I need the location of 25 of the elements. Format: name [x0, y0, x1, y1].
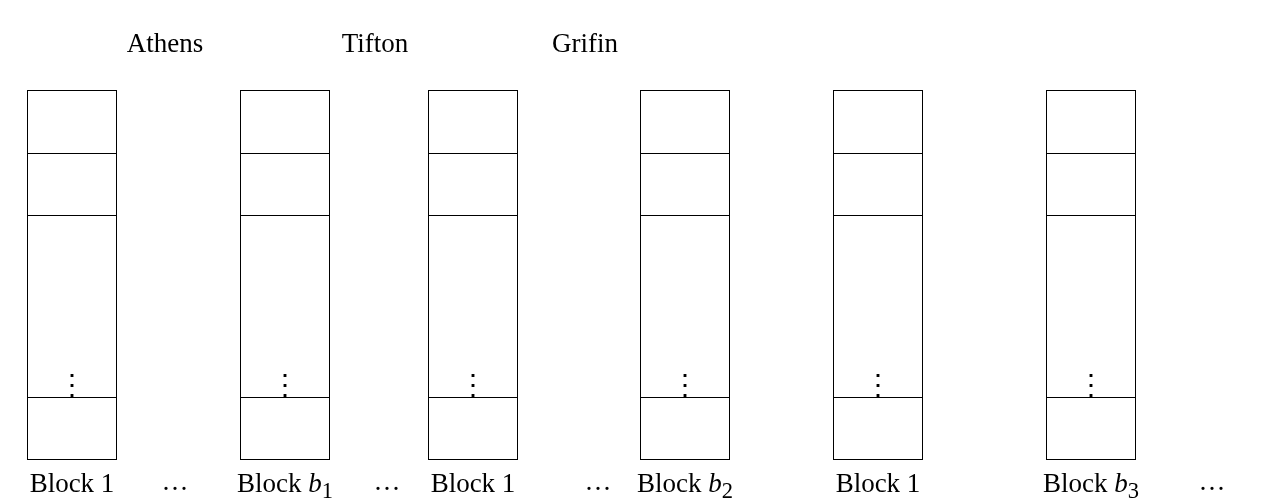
vertical-ellipsis: ⋮: [863, 371, 893, 399]
column-box: [240, 90, 330, 460]
vertical-ellipsis: ⋮: [458, 371, 488, 399]
site-name: Athens: [126, 30, 204, 57]
block-label: Block b$_{3}$: [1043, 470, 1139, 503]
column-box: [1046, 90, 1136, 460]
block-label: Block 1: [29, 470, 115, 497]
ellipsis: ···: [373, 476, 401, 503]
vertical-ellipsis: ⋮: [670, 371, 700, 399]
column-box: [27, 90, 117, 460]
ellipsis: ···: [584, 476, 612, 503]
vertical-ellipsis: ⋮: [1076, 371, 1106, 399]
site-name: Tifton: [341, 30, 409, 57]
column-box: [640, 90, 730, 460]
block-label: Block 1: [835, 470, 921, 497]
vertical-ellipsis: ⋮: [57, 371, 87, 399]
block-label: Block b$_{2}$: [637, 470, 733, 503]
ellipsis: ···: [1198, 476, 1226, 503]
site-name: Grifin: [552, 30, 618, 57]
vertical-ellipsis: ⋮: [270, 371, 300, 399]
block-label: Block 1: [430, 470, 516, 497]
column-box: [428, 90, 518, 460]
block-label: Block b$_{1}$: [237, 470, 333, 503]
column-box: [833, 90, 923, 460]
ellipsis: ···: [161, 476, 189, 503]
